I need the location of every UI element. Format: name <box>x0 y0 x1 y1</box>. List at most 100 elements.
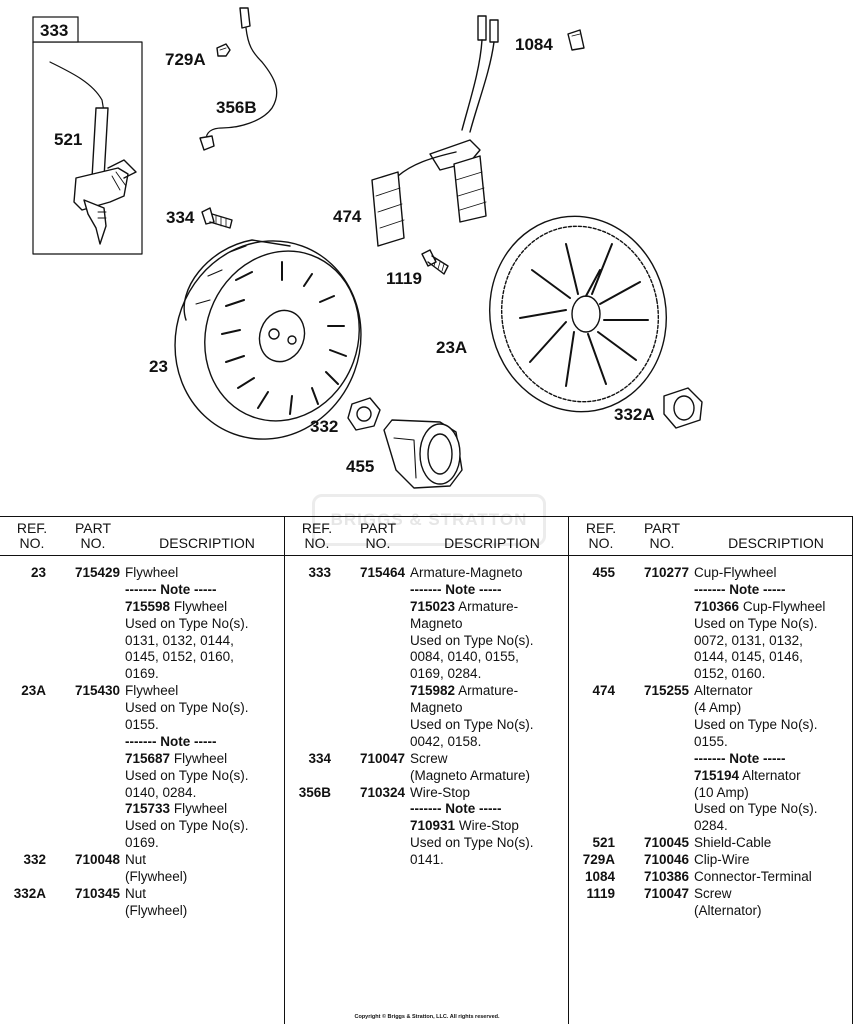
part-number: 715464 <box>359 565 405 580</box>
part-row-continuation: 715687 Flywheel <box>0 751 284 768</box>
armature-magneto-inset <box>32 41 143 255</box>
alternate-part-description: Flywheel <box>173 598 228 614</box>
part-description: 715733 Flywheel <box>125 801 227 818</box>
alternate-part-description: Flywheel <box>173 801 228 817</box>
brand-watermark: BRIGGS & STRATTON <box>312 494 546 546</box>
part-description: Used on Type No(s). <box>125 818 249 834</box>
part-number: 710277 <box>643 565 689 580</box>
callout-455: 455 <box>346 457 374 476</box>
part-row-continuation: (10 Amp) <box>569 785 853 802</box>
ref-number: 521 <box>592 835 615 851</box>
callout-729A: 729A <box>165 50 206 69</box>
ref-number: 23 <box>30 565 46 580</box>
callout-521: 521 <box>54 130 82 149</box>
callout-labels: 333 521 729A 356B 1084 334 474 1119 23 2… <box>32 16 655 476</box>
alternate-part-number: 710366 <box>694 598 740 614</box>
part-description: 710366 Cup-Flywheel <box>694 599 825 616</box>
part-row-continuation: ------- Note ----- <box>0 582 284 599</box>
ref-number: 1119 <box>586 885 615 901</box>
part-row-continuation: 0084, 0140, 0155, <box>285 649 569 666</box>
header-description: DESCRIPTION <box>159 535 255 551</box>
note-divider: ------- Note ----- <box>125 581 217 597</box>
part-description: 0169. <box>125 666 159 682</box>
part-row-continuation: Used on Type No(s). <box>0 700 284 717</box>
part-row-continuation: Used on Type No(s). <box>0 818 284 835</box>
ref-number: 729A <box>582 852 615 868</box>
part-description: 0169. <box>125 835 159 851</box>
part-description: Magneto <box>410 615 463 631</box>
alternate-part-description: Armature- <box>458 598 519 614</box>
part-row-continuation: Used on Type No(s). <box>285 835 569 852</box>
alternate-part-description: Armature- <box>458 683 519 699</box>
part-description: (Magneto Armature) <box>410 767 531 783</box>
part-row-continuation: 0140, 0284. <box>0 785 284 802</box>
screw-1119-shape <box>421 249 449 275</box>
part-description: (Flywheel) <box>125 902 188 918</box>
part-description: 0140, 0284. <box>125 784 197 800</box>
callout-1084: 1084 <box>515 35 553 54</box>
callout-356B: 356B <box>216 98 257 117</box>
part-row-continuation: 710366 Cup-Flywheel <box>569 599 853 616</box>
alternate-part-number: 710931 <box>410 818 456 834</box>
screw-334-shape <box>201 207 233 229</box>
note-divider: ------- Note ----- <box>410 581 502 597</box>
part-description: 715194 Alternator <box>694 768 801 785</box>
copyright-notice: Copyright © Briggs & Stratton, LLC. All … <box>354 1014 500 1020</box>
part-number: 710046 <box>643 852 689 868</box>
part-row-continuation: 0145, 0152, 0160, <box>0 649 284 666</box>
header-description: DESCRIPTION <box>728 535 824 551</box>
nut-332-shape <box>347 397 381 431</box>
callout-23: 23 <box>149 357 168 376</box>
part-description: (10 Amp) <box>694 784 749 800</box>
ref-number: 334 <box>308 750 331 766</box>
part-description: 0155. <box>125 717 159 733</box>
callout-332A: 332A <box>614 405 655 424</box>
part-description: Nut <box>125 852 147 868</box>
part-row-continuation: 0131, 0132, 0144, <box>0 633 284 650</box>
alternate-part-description: Wire-Stop <box>458 818 519 834</box>
column-divider <box>284 516 285 1024</box>
part-description: 715982 Armature- <box>410 683 518 700</box>
part-row-continuation: Used on Type No(s). <box>0 768 284 785</box>
note-divider: ------- Note ----- <box>694 750 786 766</box>
part-description: 0145, 0152, 0160, <box>125 649 234 665</box>
part-description: 0155. <box>694 733 728 749</box>
alternate-part-description: Cup-Flywheel <box>742 598 826 614</box>
part-number: 710048 <box>74 852 120 868</box>
part-number: 710047 <box>359 750 405 766</box>
ref-number: 332A <box>13 885 46 901</box>
part-description: (Flywheel) <box>125 869 188 885</box>
part-description: 0084, 0140, 0155, <box>410 649 519 665</box>
part-row-continuation: (Alternator) <box>569 903 853 920</box>
part-description: Nut <box>125 885 147 901</box>
part-row-continuation: (Flywheel) <box>0 869 284 886</box>
part-description: Armature-Magneto <box>410 565 523 580</box>
callout-474: 474 <box>333 207 362 226</box>
part-row: 333 715464 Armature-Magneto <box>285 565 569 582</box>
part-row-continuation: (Magneto Armature) <box>285 768 569 785</box>
exploded-parts-diagram: 333 521 729A 356B 1084 334 474 1119 23 2… <box>32 7 703 489</box>
part-number: 710324 <box>359 784 405 800</box>
part-description: Used on Type No(s). <box>694 717 818 733</box>
part-row-continuation: 715733 Flywheel <box>0 801 284 818</box>
part-description: Used on Type No(s). <box>694 615 818 631</box>
part-description: Connector-Terminal <box>694 869 812 885</box>
part-row-continuation: Used on Type No(s). <box>569 717 853 734</box>
callout-333: 333 <box>40 21 68 40</box>
header-ref: REF.NO. <box>585 520 617 551</box>
ref-number: 333 <box>308 565 331 580</box>
table-right-border <box>852 516 853 1024</box>
cup-flywheel-455-shape <box>383 419 463 489</box>
part-description: 0042, 0158. <box>410 733 482 749</box>
part-description: (4 Amp) <box>694 700 742 716</box>
callout-23A: 23A <box>436 338 467 357</box>
